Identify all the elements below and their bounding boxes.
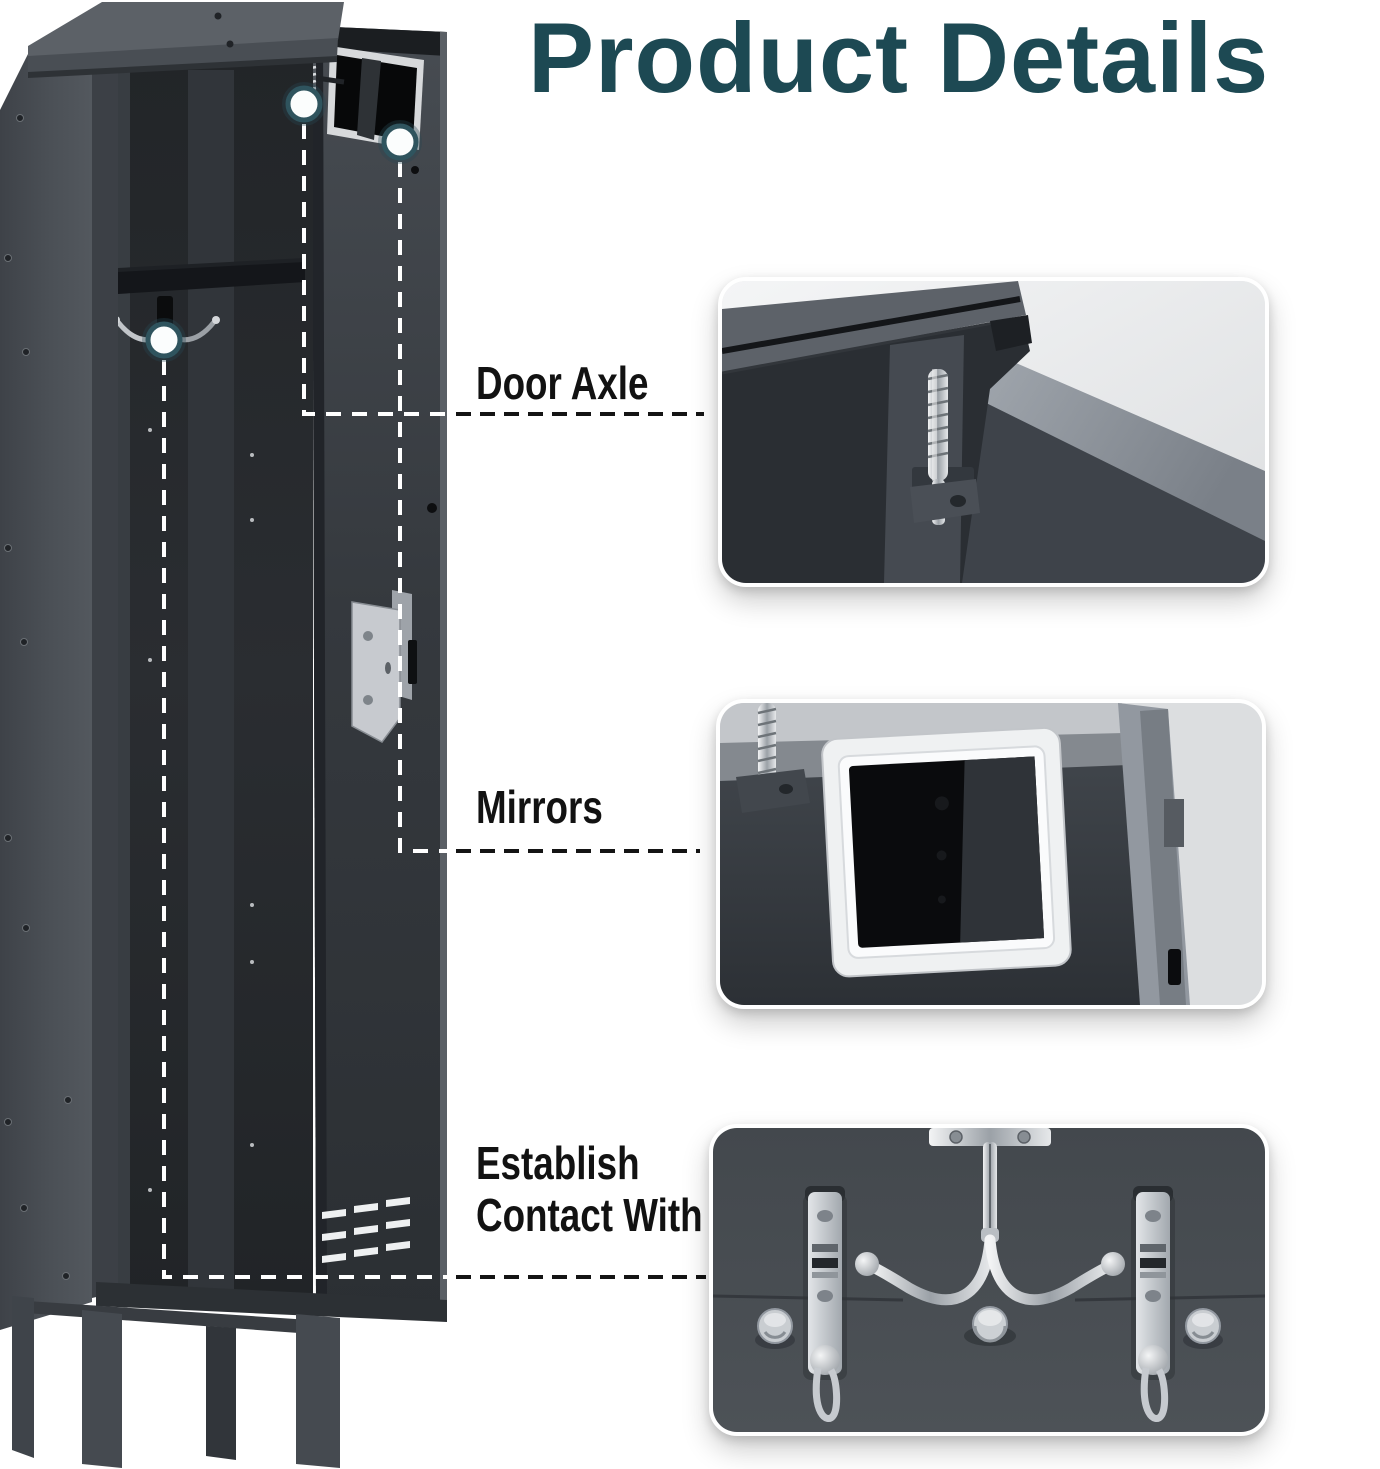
guide-lines-dark <box>456 412 706 1279</box>
mirror-marker <box>378 120 422 164</box>
locker-open-door <box>299 26 447 1318</box>
door-edge-fold <box>1118 703 1190 1005</box>
bottom-sill <box>96 1282 447 1322</box>
center-double-hook <box>855 1128 1125 1346</box>
hooks-detail-panel <box>709 1124 1269 1436</box>
left-nut <box>755 1308 795 1349</box>
interior-screw-holes <box>148 428 254 1192</box>
locker-interior <box>92 40 447 1322</box>
locker-top-lid <box>28 2 344 78</box>
spring-assembly <box>910 369 980 525</box>
right-hook-plate <box>1131 1186 1175 1422</box>
door-mirror <box>327 46 424 150</box>
door-axle-detail-panel <box>718 277 1269 587</box>
guide-lines-white <box>162 124 452 1279</box>
right-nut <box>1183 1308 1223 1349</box>
locker-side-panel <box>0 40 92 1330</box>
coat-hooks-closeup-icon <box>713 1128 1265 1432</box>
front-left-pillar <box>92 40 118 1298</box>
door-latch <box>351 590 417 743</box>
door-mirror-closeup-icon <box>720 703 1262 1005</box>
mirror-frame <box>821 726 1072 978</box>
door-lock-hole <box>427 503 437 513</box>
callout-label-mirrors: Mirrors <box>476 781 603 833</box>
door-axle-marker <box>282 82 326 126</box>
page-title: Product Details <box>528 2 1270 113</box>
door-screw-dot <box>411 166 419 174</box>
callout-label-establish-contact: Establish Contact With <box>476 1137 703 1241</box>
door-axle-spring-closeup-icon <box>722 281 1265 583</box>
locker-legs <box>12 1296 340 1468</box>
mirror-detail-panel <box>716 699 1266 1009</box>
hook-marker <box>142 318 186 362</box>
spring-corner <box>736 703 810 813</box>
door-vent-slots <box>322 1197 410 1263</box>
left-hook-plate <box>803 1186 847 1422</box>
callout-label-door-axle: Door Axle <box>476 357 649 409</box>
